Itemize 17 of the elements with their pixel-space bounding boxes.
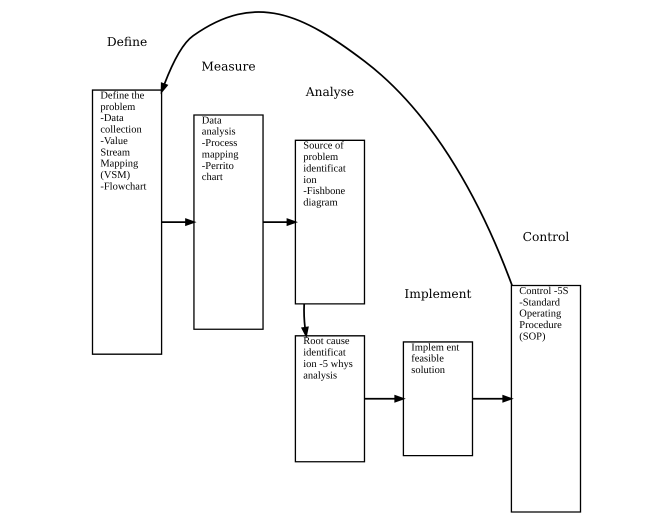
arrow xyxy=(300,304,308,338)
node-box: Source of problem identificat ion -Fishbone diagram xyxy=(294,140,365,305)
label: Define xyxy=(106,35,147,50)
node-box: Define the problem -Data collection -Value Stream Mapping (VSM) -Flowchart xyxy=(91,89,162,355)
label: Analyse xyxy=(305,84,354,99)
label: Implement xyxy=(404,286,471,301)
arrow xyxy=(472,394,514,403)
node-box: Implem ent feasible solution xyxy=(402,341,473,456)
node-box: Control -5S -Standard Operating Procedure (SOP) xyxy=(510,284,581,513)
arrow xyxy=(262,218,298,226)
arrow xyxy=(160,11,512,286)
label: Measure xyxy=(200,60,256,74)
arrow xyxy=(161,218,196,226)
arrow xyxy=(364,394,406,403)
node-box: Data analysis -Process mapping -Perrito chart xyxy=(192,114,264,330)
label: Control xyxy=(522,230,569,244)
node-box: Root cause identificat ion -5 whys analysis xyxy=(294,335,365,462)
